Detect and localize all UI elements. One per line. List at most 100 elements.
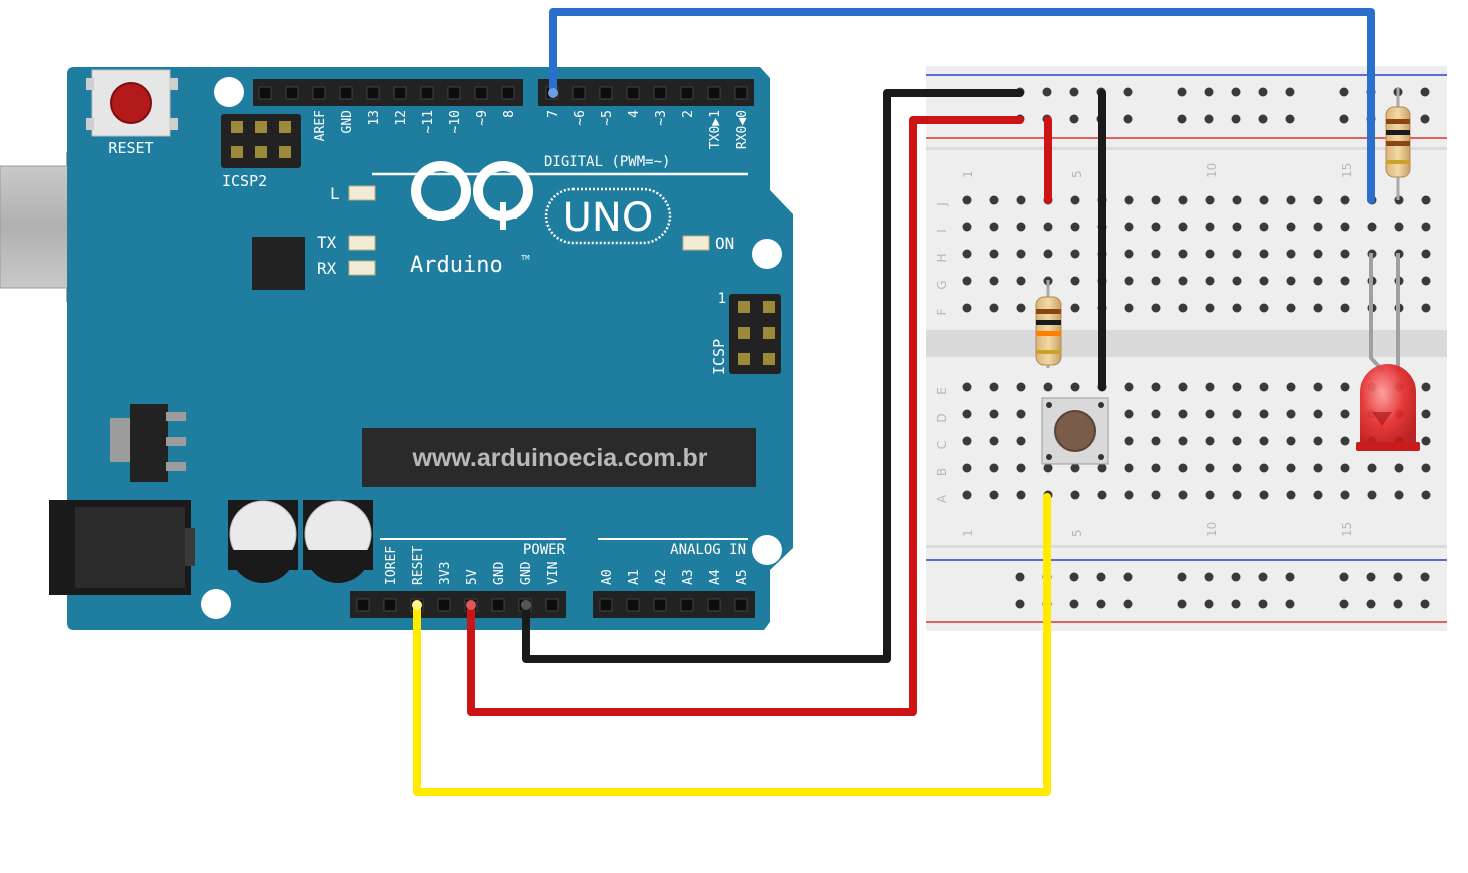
breadboard-hole[interactable]: [1204, 87, 1214, 97]
power-pin[interactable]: [680, 598, 694, 612]
breadboard-hole[interactable]: [1070, 463, 1080, 473]
reset-button-icon[interactable]: [110, 82, 152, 124]
digital-pin[interactable]: [680, 86, 694, 100]
breadboard-hole[interactable]: [1096, 599, 1106, 609]
breadboard-hole[interactable]: [1124, 249, 1134, 259]
breadboard-hole[interactable]: [1178, 436, 1188, 446]
breadboard-hole[interactable]: [962, 436, 972, 446]
breadboard-hole[interactable]: [1313, 195, 1323, 205]
breadboard-hole[interactable]: [1286, 222, 1296, 232]
breadboard-hole[interactable]: [1070, 222, 1080, 232]
breadboard-hole[interactable]: [1258, 599, 1268, 609]
breadboard-hole[interactable]: [1070, 195, 1080, 205]
breadboard-hole[interactable]: [1394, 222, 1404, 232]
breadboard-hole[interactable]: [1259, 249, 1269, 259]
breadboard-hole[interactable]: [1232, 490, 1242, 500]
breadboard-hole[interactable]: [1178, 463, 1188, 473]
breadboard-hole[interactable]: [1259, 382, 1269, 392]
breadboard-hole[interactable]: [989, 222, 999, 232]
breadboard-hole[interactable]: [1286, 276, 1296, 286]
breadboard-hole[interactable]: [1340, 463, 1350, 473]
breadboard-hole[interactable]: [1421, 382, 1431, 392]
breadboard-hole[interactable]: [1421, 195, 1431, 205]
breadboard-hole[interactable]: [1232, 382, 1242, 392]
digital-pin[interactable]: [339, 86, 353, 100]
breadboard-hole[interactable]: [1016, 303, 1026, 313]
digital-pin[interactable]: [393, 86, 407, 100]
breadboard-hole[interactable]: [1286, 409, 1296, 419]
power-pin[interactable]: [734, 598, 748, 612]
breadboard-hole[interactable]: [1393, 572, 1403, 582]
breadboard-hole[interactable]: [1259, 490, 1269, 500]
breadboard-hole[interactable]: [1421, 222, 1431, 232]
breadboard-hole[interactable]: [989, 436, 999, 446]
breadboard-hole[interactable]: [1177, 87, 1187, 97]
breadboard-hole[interactable]: [1258, 87, 1268, 97]
breadboard-hole[interactable]: [1367, 490, 1377, 500]
resistor-icon[interactable]: [1035, 280, 1062, 368]
breadboard-hole[interactable]: [1394, 463, 1404, 473]
breadboard-hole[interactable]: [1420, 572, 1430, 582]
breadboard-hole[interactable]: [1259, 463, 1269, 473]
breadboard-hole[interactable]: [1339, 572, 1349, 582]
breadboard-hole[interactable]: [1124, 222, 1134, 232]
breadboard-hole[interactable]: [1178, 303, 1188, 313]
breadboard-hole[interactable]: [1340, 409, 1350, 419]
breadboard-hole[interactable]: [1016, 382, 1026, 392]
breadboard-hole[interactable]: [1016, 436, 1026, 446]
breadboard-hole[interactable]: [1232, 249, 1242, 259]
breadboard-hole[interactable]: [1259, 195, 1269, 205]
breadboard-hole[interactable]: [1259, 222, 1269, 232]
breadboard-hole[interactable]: [1151, 222, 1161, 232]
breadboard-hole[interactable]: [1043, 222, 1053, 232]
breadboard-hole[interactable]: [1042, 87, 1052, 97]
breadboard-hole[interactable]: [1340, 276, 1350, 286]
breadboard-hole[interactable]: [1204, 572, 1214, 582]
breadboard-hole[interactable]: [1313, 409, 1323, 419]
breadboard-hole[interactable]: [1313, 276, 1323, 286]
breadboard-hole[interactable]: [1178, 276, 1188, 286]
breadboard-hole[interactable]: [989, 463, 999, 473]
breadboard-hole[interactable]: [1069, 114, 1079, 124]
breadboard-hole[interactable]: [1340, 195, 1350, 205]
breadboard-hole[interactable]: [1232, 409, 1242, 419]
breadboard-hole[interactable]: [989, 276, 999, 286]
power-pin[interactable]: [545, 598, 559, 612]
breadboard-hole[interactable]: [1178, 382, 1188, 392]
breadboard-hole[interactable]: [962, 382, 972, 392]
breadboard-hole[interactable]: [1124, 382, 1134, 392]
breadboard-hole[interactable]: [1123, 114, 1133, 124]
breadboard-hole[interactable]: [1178, 222, 1188, 232]
breadboard-hole[interactable]: [1204, 599, 1214, 609]
digital-pin[interactable]: [501, 86, 515, 100]
breadboard-hole[interactable]: [1205, 195, 1215, 205]
wire-yellow[interactable]: [413, 493, 1051, 796]
power-pin[interactable]: [383, 598, 397, 612]
breadboard-hole[interactable]: [1069, 572, 1079, 582]
breadboard-hole[interactable]: [1285, 87, 1295, 97]
breadboard-hole[interactable]: [1231, 87, 1241, 97]
breadboard-hole[interactable]: [1421, 436, 1431, 446]
breadboard-hole[interactable]: [1340, 303, 1350, 313]
breadboard-hole[interactable]: [1285, 572, 1295, 582]
breadboard-hole[interactable]: [1178, 195, 1188, 205]
breadboard-hole[interactable]: [1340, 490, 1350, 500]
digital-pin[interactable]: [420, 86, 434, 100]
breadboard-hole[interactable]: [1231, 599, 1241, 609]
wire-red[interactable]: [467, 116, 1024, 716]
breadboard-hole[interactable]: [962, 222, 972, 232]
digital-pin[interactable]: [285, 86, 299, 100]
breadboard-hole[interactable]: [1366, 599, 1376, 609]
breadboard-hole[interactable]: [1420, 599, 1430, 609]
wire-black[interactable]: [522, 89, 1024, 663]
digital-pin[interactable]: [707, 86, 721, 100]
breadboard-hole[interactable]: [962, 195, 972, 205]
breadboard-hole[interactable]: [1420, 114, 1430, 124]
breadboard-hole[interactable]: [1016, 463, 1026, 473]
breadboard-hole[interactable]: [1205, 409, 1215, 419]
breadboard-hole[interactable]: [1286, 303, 1296, 313]
resistor-icon[interactable]: [1385, 88, 1411, 200]
breadboard-hole[interactable]: [1016, 409, 1026, 419]
breadboard-hole[interactable]: [989, 195, 999, 205]
digital-pin[interactable]: [447, 86, 461, 100]
